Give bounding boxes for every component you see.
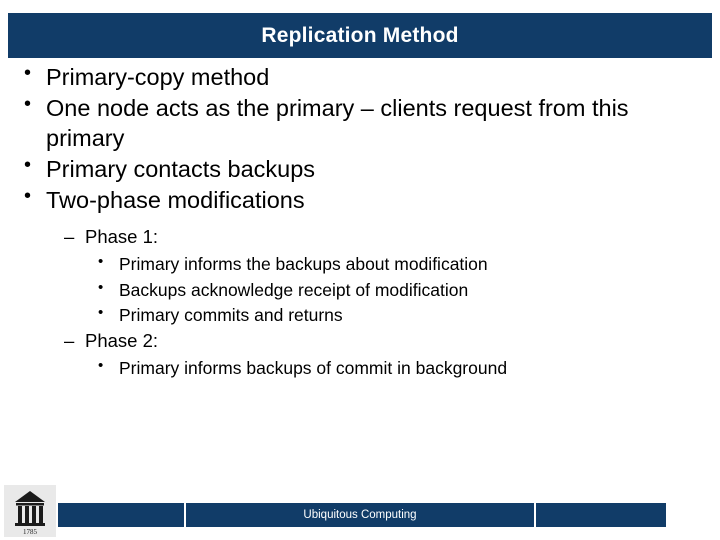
- list-item: Primary informs the backups about modifi…: [85, 252, 710, 276]
- list-item: Backups acknowledge receipt of modificat…: [85, 278, 710, 302]
- list-item: Primary-copy method: [10, 61, 710, 92]
- bullet-list-level3-phase-2: Primary informs backups of commit in bac…: [85, 356, 710, 380]
- list-item: Primary informs backups of commit in bac…: [85, 356, 710, 380]
- bullet-list-level1: Primary-copy method One node acts as the…: [10, 61, 710, 215]
- phase-1-label: Phase 1:: [85, 226, 159, 248]
- list-item-phase-2: Phase 2: Primary informs backups of comm…: [10, 329, 710, 380]
- footer-text: Ubiquitous Computing: [303, 509, 417, 521]
- list-item: Primary commits and returns: [85, 303, 710, 327]
- slide-title-bar: Replication Method: [8, 13, 712, 58]
- list-item: Primary contacts backups: [10, 153, 710, 184]
- phase-2-label: Phase 2:: [85, 330, 159, 352]
- svg-text:1785: 1785: [23, 528, 38, 536]
- logo-icon: 1785: [4, 485, 56, 537]
- slide-footer: 1785 Ubiquitous Computing: [0, 484, 720, 540]
- slide-body: Primary-copy method One node acts as the…: [10, 61, 710, 383]
- bullet-list-level3-phase-1: Primary informs the backups about modifi…: [85, 252, 710, 327]
- list-item: Two-phase modifications: [10, 184, 710, 215]
- footer-bar-left: [58, 503, 184, 527]
- list-item-phase-1: Phase 1: Primary informs the backups abo…: [10, 225, 710, 327]
- page-title: Replication Method: [261, 23, 459, 47]
- list-item: One node acts as the primary – clients r…: [10, 92, 710, 153]
- bullet-list-level2: Phase 1: Primary informs the backups abo…: [10, 225, 710, 380]
- footer-bar-right: [536, 503, 666, 527]
- footer-bar-center: Ubiquitous Computing: [186, 503, 534, 527]
- university-logo: 1785: [4, 485, 56, 537]
